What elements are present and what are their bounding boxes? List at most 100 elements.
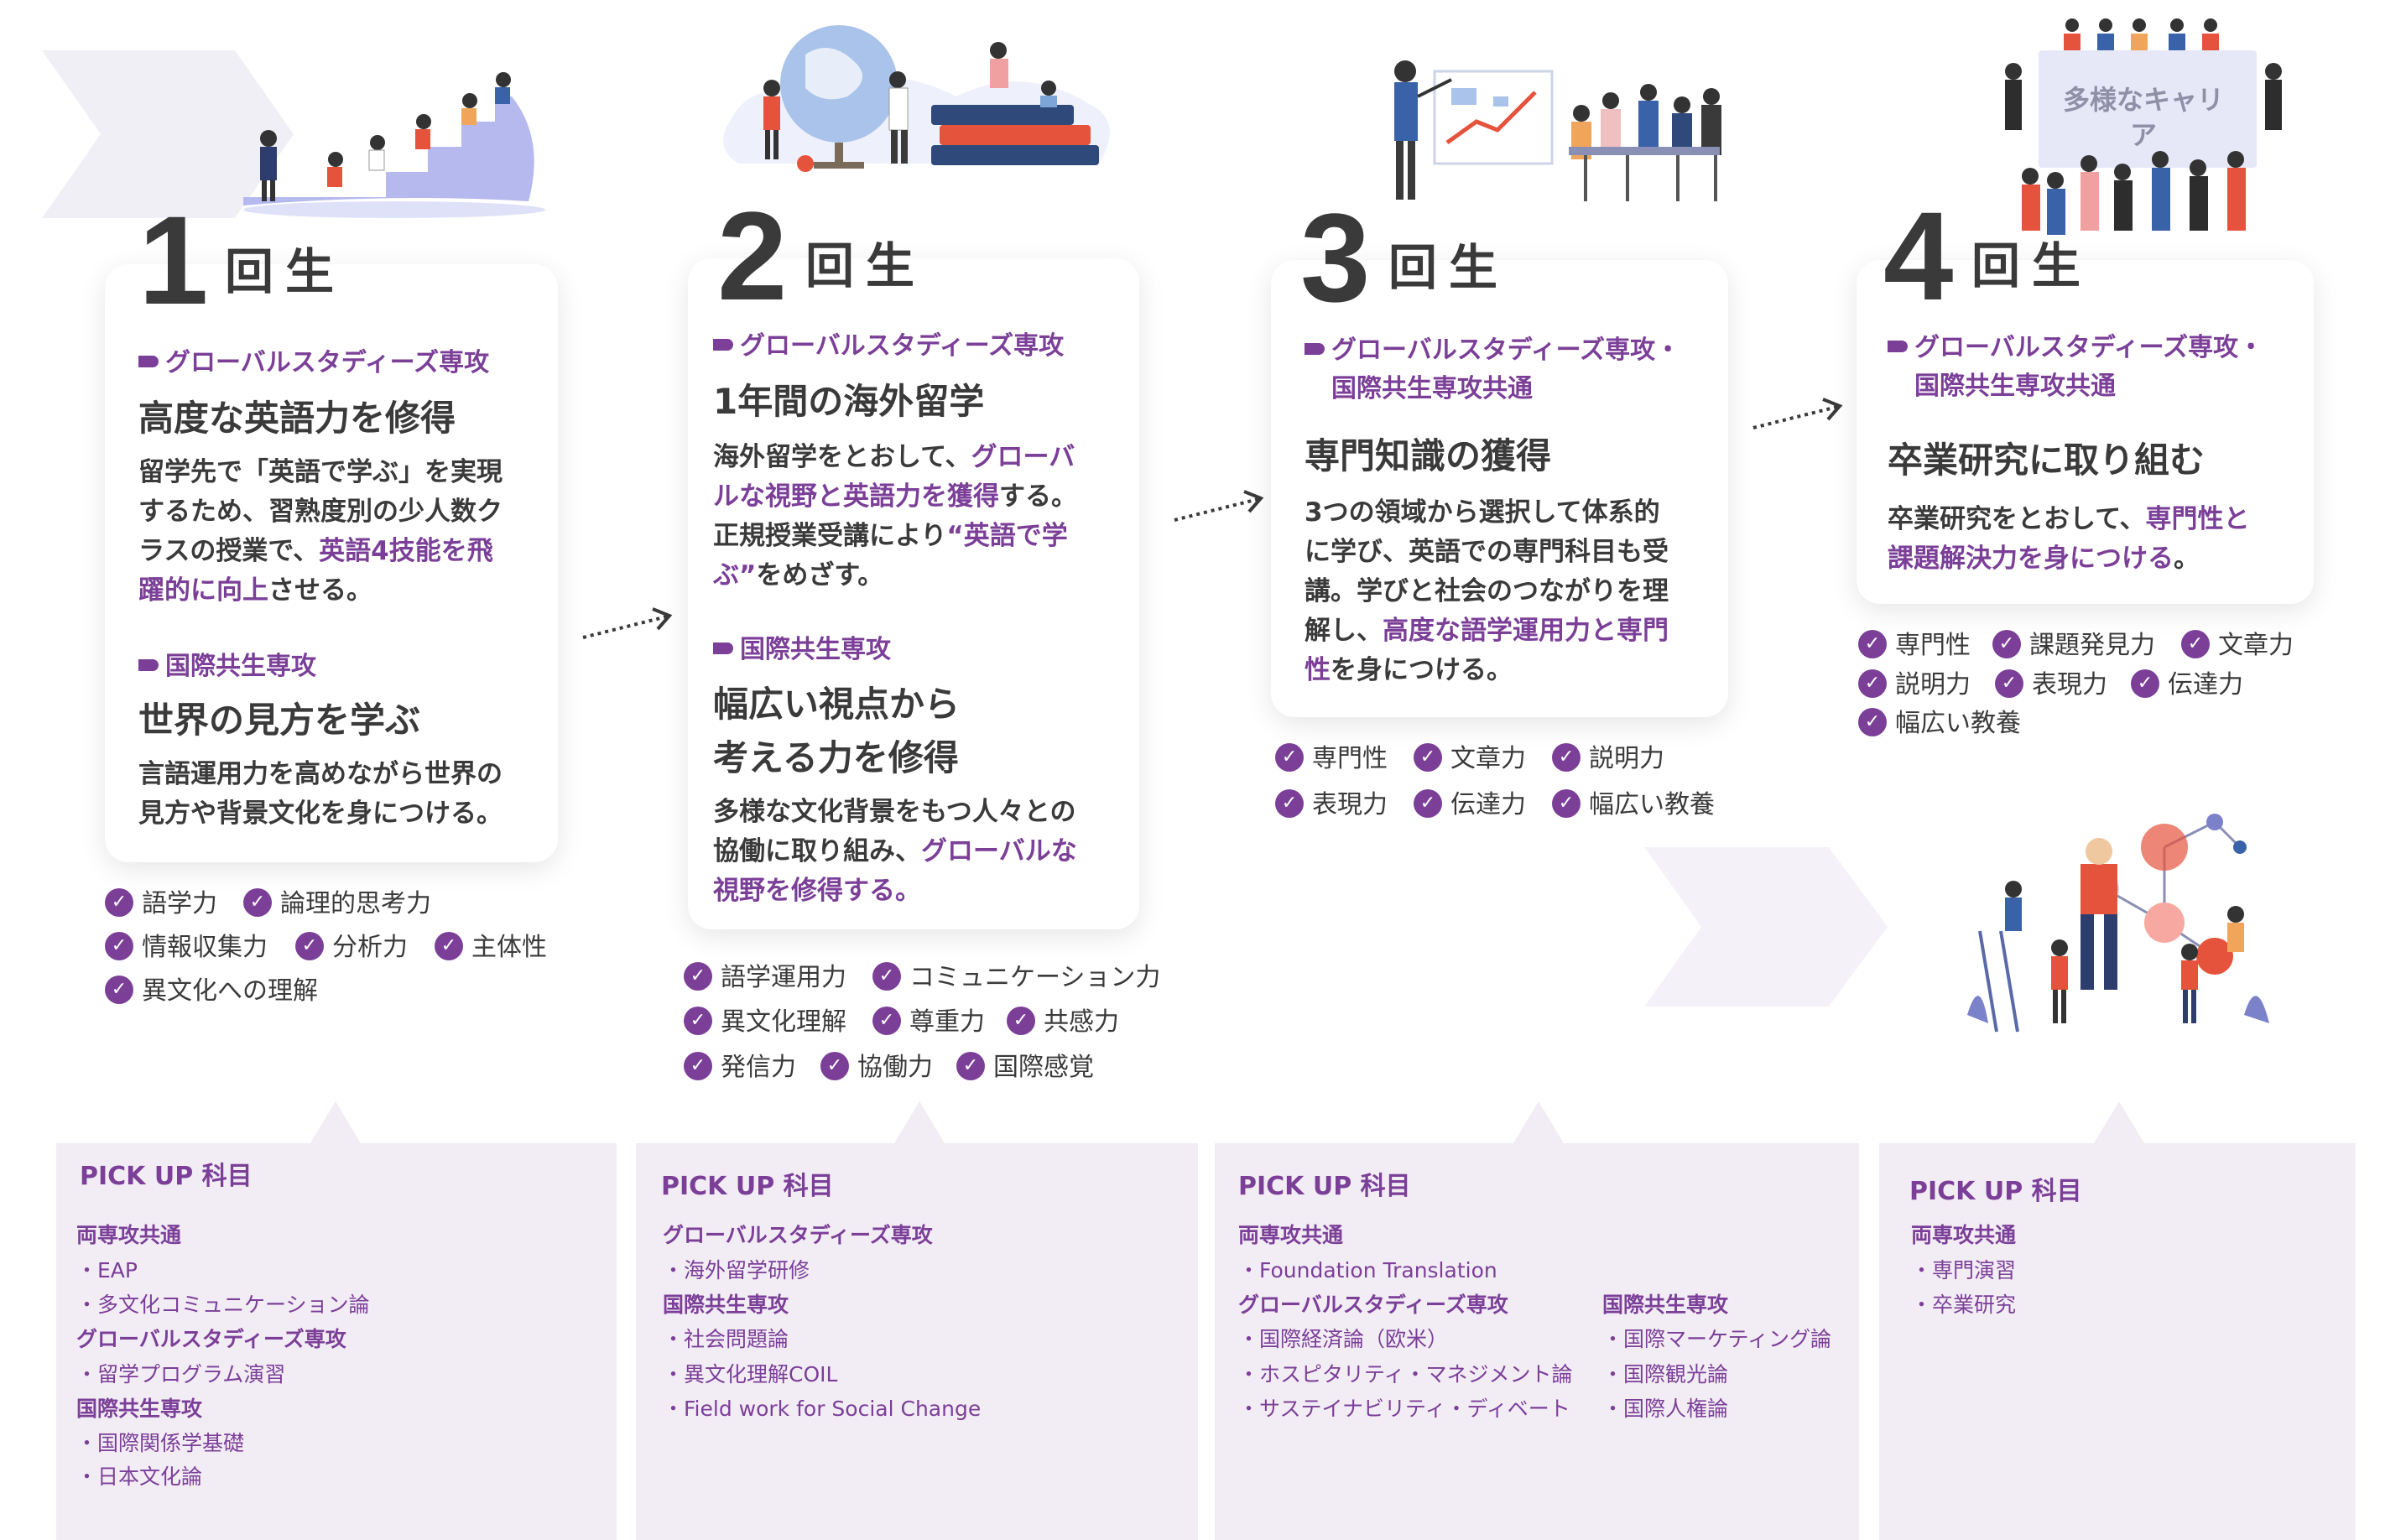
skill-item: ✓分析力 bbox=[295, 931, 408, 965]
year3-card bbox=[1271, 260, 1728, 717]
career-sign-line-2: ア bbox=[2129, 119, 2157, 151]
pickup-pointer bbox=[310, 1101, 361, 1143]
pickup-panel-4: PICK UP 科目 両専攻共通 ・専門演習 ・卒業研究 bbox=[1879, 1101, 2356, 1540]
pickup-item: ・国際観光論 bbox=[1602, 1362, 1729, 1387]
network-team-illustration bbox=[1967, 814, 2269, 1033]
check-icon: ✓ bbox=[1275, 788, 1304, 818]
year1-tag-1: グローバルスタディーズ専攻 bbox=[138, 344, 489, 382]
pickup-group-head: 国際共生専攻 bbox=[76, 1397, 203, 1421]
pickup-title: PICK UP 科目 bbox=[1909, 1177, 2082, 1206]
pickup-group-head: 両専攻共通 bbox=[76, 1223, 182, 1247]
skill-item: ✓共感力 bbox=[1007, 1006, 1119, 1039]
year4-card bbox=[1857, 260, 2314, 604]
tag-marker-icon bbox=[1305, 342, 1325, 355]
pickup-item: ・Foundation Translation bbox=[1238, 1258, 1497, 1282]
skill-item: ✓幅広い教養 bbox=[1858, 707, 2021, 741]
pickup-title: PICK UP 科目 bbox=[661, 1172, 834, 1201]
year3-label: 回生 bbox=[1388, 239, 1510, 296]
pickup-group-head: グローバルスタディーズ専攻 bbox=[1238, 1293, 1508, 1317]
check-icon: ✓ bbox=[1858, 707, 1887, 736]
bg-chevron-2 bbox=[1644, 847, 1888, 1007]
check-icon: ✓ bbox=[1552, 788, 1581, 818]
pickup-group-head: グローバルスタディーズ専攻 bbox=[76, 1327, 346, 1351]
skill-item: ✓国際感覚 bbox=[956, 1051, 1094, 1085]
year2-card bbox=[688, 258, 1139, 929]
skill-item: ✓伝達力 bbox=[1414, 788, 1526, 822]
graduation-crowd-illustration bbox=[2005, 18, 2282, 235]
skill-item: ✓文章力 bbox=[2181, 629, 2294, 663]
skill-item: ✓文章力 bbox=[1414, 742, 1526, 776]
skill-item: ✓専門性 bbox=[1858, 629, 1971, 663]
skill-item: ✓異文化への理解 bbox=[105, 975, 318, 1008]
check-icon: ✓ bbox=[820, 1051, 849, 1080]
year2-label: 回生 bbox=[805, 237, 927, 294]
check-icon: ✓ bbox=[1275, 742, 1304, 772]
pickup-group-head: 国際共生専攻 bbox=[663, 1293, 789, 1317]
year1-tag-2-text: 国際共生専攻 bbox=[165, 652, 316, 681]
year1-card bbox=[105, 264, 558, 862]
check-icon: ✓ bbox=[684, 961, 712, 991]
pickup-item: ・専門演習 bbox=[1911, 1258, 2017, 1282]
year4-tag-1: グローバルスタディーズ専攻・ 国際共生専攻共通 bbox=[1888, 329, 2263, 406]
pickup-item: ・海外留学研修 bbox=[663, 1258, 810, 1282]
pickup-panel-1: PICK UP 科目 両専攻共通 ・EAP ・多文化コミュニケーション論 グロー… bbox=[56, 1101, 617, 1540]
skill-item: ✓幅広い教養 bbox=[1552, 788, 1715, 822]
skill-item: ✓主体性 bbox=[435, 931, 547, 965]
year4-number: 4 bbox=[1883, 185, 1954, 326]
pickup-group-head: グローバルスタディーズ専攻 bbox=[663, 1223, 933, 1247]
year2-tag-2-text: 国際共生専攻 bbox=[740, 635, 891, 664]
skill-item: ✓表現力 bbox=[1275, 788, 1388, 822]
check-icon: ✓ bbox=[295, 931, 324, 960]
year4-label: 回生 bbox=[1971, 237, 2093, 294]
pickup-item: ・社会問題論 bbox=[663, 1327, 789, 1351]
year1-tag-2: 国際共生専攻 bbox=[138, 648, 316, 686]
check-icon: ✓ bbox=[956, 1051, 985, 1080]
pickup-item: ・国際経済論（欧米） bbox=[1238, 1327, 1449, 1351]
tag-marker-icon bbox=[713, 338, 733, 351]
check-icon: ✓ bbox=[1552, 742, 1581, 772]
pickup-pointer bbox=[1513, 1101, 1564, 1143]
year2-body-2: 多様な文化背景をもつ人々との 協働に取り組み、グローバルな 視野を修得する。 bbox=[713, 797, 1077, 906]
year2-tag-1: グローバルスタディーズ専攻 bbox=[713, 327, 1064, 366]
check-icon: ✓ bbox=[1414, 788, 1442, 818]
skill-item: ✓コミュニケーション力 bbox=[872, 961, 1160, 995]
pickup-title: PICK UP 科目 bbox=[1238, 1172, 1411, 1201]
check-icon: ✓ bbox=[105, 931, 133, 960]
check-icon: ✓ bbox=[1992, 629, 2021, 658]
pickup-panel-2: PICK UP 科目 グローバルスタディーズ専攻 ・海外留学研修 国際共生専攻 … bbox=[636, 1101, 1198, 1540]
year2-heading-2: 幅広い視点から 考える力を修得 bbox=[713, 684, 961, 778]
study-abroad-illustration bbox=[723, 25, 1110, 172]
arrow-3-to-4 bbox=[1752, 398, 1843, 429]
year3-number: 3 bbox=[1300, 187, 1371, 328]
skill-item: ✓課題発見力 bbox=[1992, 629, 2155, 663]
check-icon: ✓ bbox=[1858, 669, 1887, 698]
year1-body-2: 言語運用力を高めながら世界の 見方や背景文化を身につける。 bbox=[138, 759, 503, 829]
year2-tag-1-text: グローバルスタディーズ専攻 bbox=[740, 331, 1065, 361]
check-icon: ✓ bbox=[1007, 1006, 1035, 1035]
year3-tag-1: グローバルスタディーズ専攻・ 国際共生専攻共通 bbox=[1305, 331, 1680, 408]
check-icon: ✓ bbox=[684, 1051, 712, 1080]
pickup-group-head: 国際共生専攻 bbox=[1602, 1293, 1729, 1317]
year1-heading-2: 世界の見方を学ぶ bbox=[138, 700, 421, 741]
skill-item: ✓論理的思考力 bbox=[243, 887, 431, 921]
skill-item: ✓表現力 bbox=[1995, 669, 2107, 702]
pickup-item: ・国際マーケティング論 bbox=[1602, 1327, 1832, 1351]
tag-marker-icon bbox=[1888, 340, 1908, 352]
check-icon: ✓ bbox=[1414, 742, 1442, 772]
pickup-item: ・国際人権論 bbox=[1602, 1397, 1729, 1421]
skill-item: ✓異文化理解 bbox=[684, 1006, 846, 1039]
pickup-item: ・卒業研究 bbox=[1911, 1293, 2017, 1317]
check-icon: ✓ bbox=[435, 931, 463, 960]
check-icon: ✓ bbox=[1858, 629, 1887, 658]
pickup-item: ・異文化理解COIL bbox=[663, 1362, 838, 1387]
year2-body-1: 海外留学をとおして、グローバ ルな視野と英語力を獲得する。 正規授業受講により“… bbox=[713, 442, 1077, 591]
check-icon: ✓ bbox=[1995, 669, 2023, 698]
stairs-illustration bbox=[243, 72, 545, 218]
year2-heading-1: 1年間の海外留学 bbox=[713, 381, 985, 422]
year2-tag-2: 国際共生専攻 bbox=[713, 631, 891, 669]
year4-heading-1: 卒業研究に取り組む bbox=[1888, 440, 2206, 481]
year1-label: 回生 bbox=[225, 243, 346, 300]
skill-item: ✓発信力 bbox=[684, 1051, 796, 1085]
check-icon: ✓ bbox=[105, 887, 133, 917]
pickup-pointer bbox=[2094, 1101, 2144, 1143]
